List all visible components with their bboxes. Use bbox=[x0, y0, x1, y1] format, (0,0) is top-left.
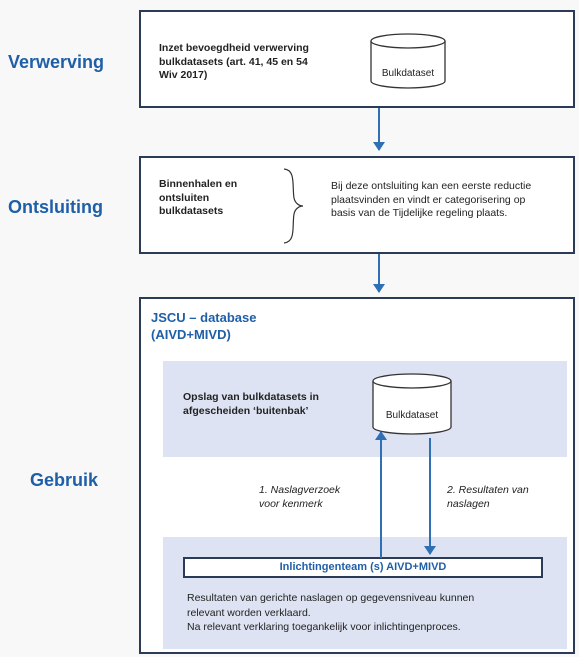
phase-label-verwerving: Verwerving bbox=[8, 52, 105, 72]
gebruik-box: JSCU – database (AIVD+MIVD) Opslag van b… bbox=[139, 297, 575, 654]
verwerving-box: Inzet bevoegdheid verwerving bulkdataset… bbox=[139, 10, 575, 108]
arrow-request-up bbox=[375, 431, 387, 558]
ontsluiting-left-line: Binnenhalen en bbox=[159, 178, 238, 190]
storage-text: Opslag van bulkdatasets in afgescheiden … bbox=[183, 391, 383, 418]
storage-text-line: Opslag van bulkdatasets in bbox=[183, 391, 319, 403]
bulkdataset-label: Bulkdataset bbox=[385, 410, 439, 421]
bulkdataset-label: Bulkdataset bbox=[381, 68, 435, 79]
request-label-line: 1. Naslagverzoek bbox=[259, 484, 341, 496]
storage-text-line: afgescheiden ‘buitenbak’ bbox=[183, 404, 309, 417]
request-label: 1. Naslagverzoek voor kenmerk bbox=[259, 484, 379, 511]
jscu-title: JSCU – database (AIVD+MIVD) bbox=[151, 309, 351, 343]
team-label: Inlichtingenteam (s) AIVD+MIVD bbox=[279, 561, 447, 573]
ontsluiting-left-line: bulkdatasets bbox=[159, 205, 224, 217]
ontsluiting-box: Binnenhalen en ontsluiten bulkdatasets B… bbox=[139, 156, 575, 254]
verwerving-text-line: Wiv 2017) bbox=[159, 69, 208, 81]
arrow-results-down bbox=[424, 438, 436, 555]
footer-text-line: relevant worden verklaard. bbox=[187, 606, 311, 619]
footer-text: Resultaten van gerichte naslagen op gege… bbox=[187, 591, 563, 635]
ontsluiting-right-line: plaatsvinden en vindt er categorisering … bbox=[331, 193, 526, 206]
ontsluiting-left-line: ontsluiten bbox=[159, 191, 210, 204]
curly-brace-icon bbox=[283, 168, 304, 244]
ontsluiting-right-line: Bij deze ontsluiting kan een eerste redu… bbox=[331, 180, 532, 192]
bulkdataset-cylinder-icon bbox=[372, 373, 452, 435]
ontsluiting-right-line: basis van de Tijdelijke regeling plaats. bbox=[331, 207, 508, 219]
arrow-verwerving-to-ontsluiting bbox=[373, 108, 385, 151]
jscu-title-line: JSCU – database bbox=[151, 310, 257, 325]
arrow-ontsluiting-to-gebruik bbox=[373, 254, 385, 293]
ontsluiting-left-text: Binnenhalen en ontsluiten bulkdatasets bbox=[159, 178, 279, 219]
jscu-title-line: (AIVD+MIVD) bbox=[151, 327, 231, 342]
bulkdataset-cylinder-icon bbox=[370, 33, 446, 89]
footer-text-line: Resultaten van gerichte naslagen op gege… bbox=[187, 592, 475, 604]
team-panel: Inlichtingenteam (s) AIVD+MIVD Resultate… bbox=[163, 537, 567, 649]
ontsluiting-right-text: Bij deze ontsluiting kan een eerste redu… bbox=[331, 180, 571, 221]
result-label-line: naslagen bbox=[447, 497, 490, 510]
verwerving-text-line: bulkdatasets (art. 41, 45 en 54 bbox=[159, 55, 308, 68]
verwerving-text: Inzet bevoegdheid verwerving bulkdataset… bbox=[159, 42, 369, 83]
footer-text-line: Na relevant verklaring toegankelijk voor… bbox=[187, 621, 461, 633]
verwerving-text-line: Inzet bevoegdheid verwerving bbox=[159, 42, 309, 54]
request-label-line: voor kenmerk bbox=[259, 497, 323, 510]
result-label: 2. Resultaten van naslagen bbox=[447, 484, 567, 511]
result-label-line: 2. Resultaten van bbox=[447, 484, 529, 496]
phase-label-gebruik: Gebruik bbox=[30, 470, 99, 490]
team-box: Inlichtingenteam (s) AIVD+MIVD bbox=[183, 557, 543, 578]
phase-label-ontsluiting: Ontsluiting bbox=[8, 197, 103, 217]
storage-panel: Opslag van bulkdatasets in afgescheiden … bbox=[163, 361, 567, 457]
